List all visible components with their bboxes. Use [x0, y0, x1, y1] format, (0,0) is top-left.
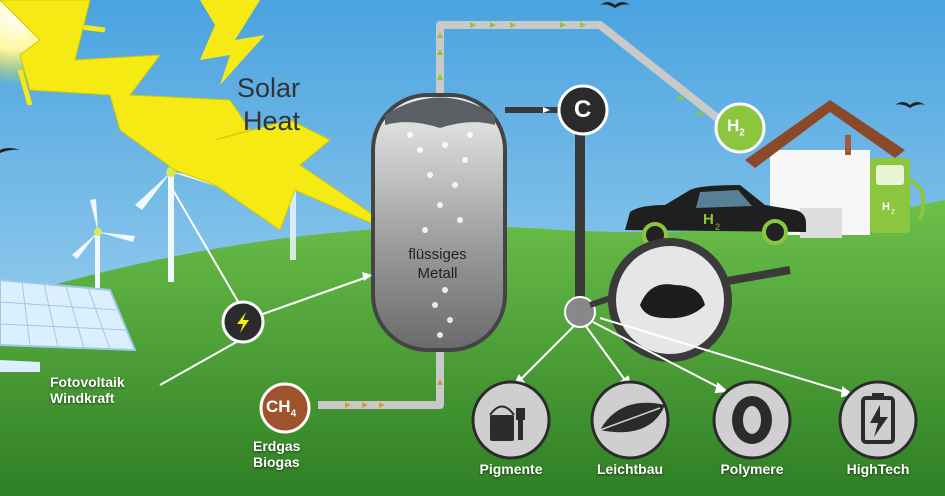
- pigment-icon: [471, 380, 551, 460]
- application-label-hightech: HighTech: [846, 461, 910, 477]
- methane-node: [259, 382, 311, 434]
- flow-arrows-gas: [345, 379, 443, 408]
- hydrogen-label-main: H: [727, 116, 740, 135]
- application-label-polymere: Polymere: [720, 461, 784, 477]
- carbon-sample: [564, 296, 596, 328]
- application-label-leichtbau: Leichtbau: [596, 461, 664, 477]
- hydrogen-node: [714, 102, 766, 154]
- svg-text:H: H: [703, 211, 714, 228]
- flow-arrows: [437, 22, 704, 115]
- battery-icon: [838, 380, 918, 460]
- electric-source-label: Fotovoltaik Windkraft: [50, 374, 125, 406]
- electric-source-line1: Fotovoltaik: [50, 374, 125, 390]
- lightning-icon: [237, 312, 249, 333]
- carbon-powder: [640, 284, 705, 319]
- solar-heat-line1: Solar: [236, 73, 300, 103]
- solar-panel-icon: [0, 278, 137, 372]
- solar-heat-bolt-small: [200, 0, 265, 85]
- gas-pipe: [318, 21, 723, 409]
- solar-heat-line2: Heat: [242, 106, 300, 136]
- methane-formula-main: CH: [266, 397, 291, 416]
- methane-formula: CH4: [266, 397, 296, 419]
- carbon-label: C: [574, 96, 592, 123]
- tire-icon: [712, 380, 792, 460]
- gas-source-line2: Biogas: [253, 454, 300, 471]
- methane-formula-sub: 4: [290, 408, 297, 420]
- svg-text:H: H: [882, 201, 890, 213]
- bird-icon: [0, 2, 925, 153]
- solar-heat-label: Solar Heat: [200, 72, 300, 138]
- electric-source-line2: Windkraft: [50, 390, 115, 407]
- application-label-pigmente: Pigmente: [479, 461, 543, 477]
- hydrogen-car-icon: H 2: [625, 185, 806, 248]
- hydrogen-label-sub: 2: [739, 127, 745, 139]
- reactor-label-line2: Metall: [417, 265, 458, 282]
- svg-text:2: 2: [715, 222, 720, 232]
- reactor-label: flüssiges Metall: [375, 245, 500, 283]
- svg-text:2: 2: [891, 209, 895, 216]
- solar-heat-bolt: [0, 0, 411, 241]
- gas-source-label: Erdgas Biogas: [253, 438, 300, 470]
- reactor-label-line1: flüssiges: [408, 246, 467, 263]
- feather-icon: [590, 380, 670, 460]
- gas-source-line1: Erdgas: [253, 438, 301, 454]
- hydrogen-label: H2: [727, 116, 745, 138]
- reactor-vessel: [371, 93, 507, 352]
- hydrogen-station-icon: H 2: [870, 158, 926, 233]
- carbon-node: [557, 84, 609, 136]
